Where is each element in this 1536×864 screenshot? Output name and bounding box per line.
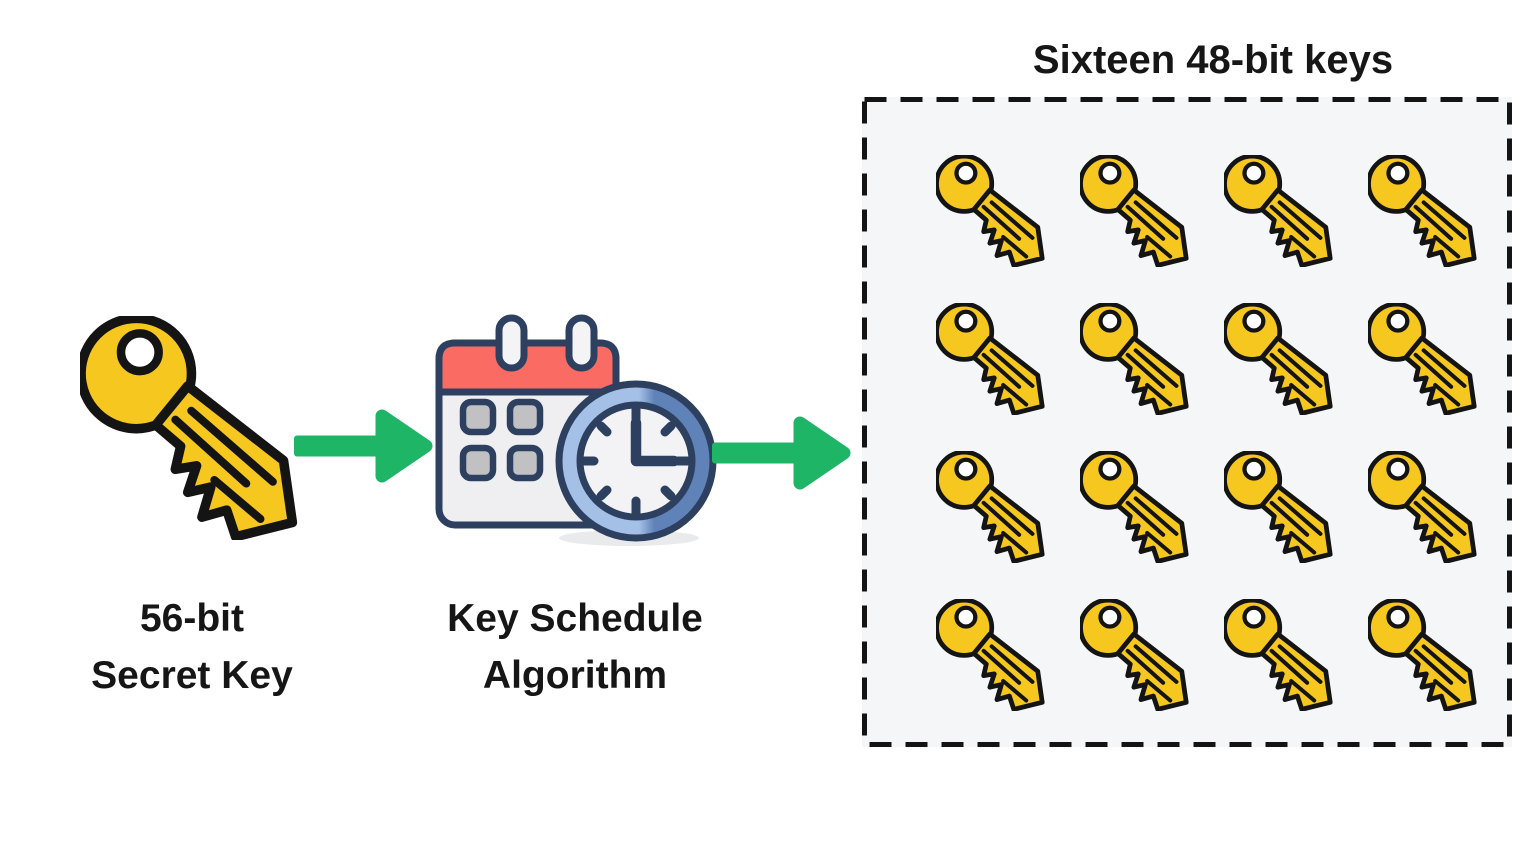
subkey-key-icon — [1208, 285, 1352, 433]
subkey-key-icon — [1064, 285, 1208, 433]
subkey-key-icon — [920, 581, 1064, 729]
subkey-key-icon — [1352, 581, 1496, 729]
subkey-key-icon — [1064, 433, 1208, 581]
subkey-key-icon — [920, 285, 1064, 433]
arrow-right-icon — [712, 416, 851, 490]
process-label: Key Schedule Algorithm — [425, 590, 725, 704]
subkeys-grid — [862, 97, 1512, 747]
subkey-key-icon — [1352, 137, 1496, 285]
output-keys-box — [862, 97, 1512, 747]
subkey-key-icon — [1208, 581, 1352, 729]
arrow-right-icon — [294, 409, 433, 483]
input-key-label: 56-bit Secret Key — [42, 590, 342, 704]
process-label-line1: Key Schedule — [447, 597, 703, 640]
subkey-key-icon — [1208, 433, 1352, 581]
process-label-line2: Algorithm — [482, 654, 668, 697]
subkey-key-icon — [1352, 433, 1496, 581]
subkey-key-icon — [1064, 581, 1208, 729]
input-key-label-line2: Secret Key — [91, 654, 293, 697]
input-key-label-line1: 56-bit — [139, 597, 244, 640]
subkey-key-icon — [920, 433, 1064, 581]
subkey-key-icon — [1064, 137, 1208, 285]
output-box-title: Sixteen 48-bit keys — [1032, 38, 1394, 82]
subkey-key-icon — [1352, 285, 1496, 433]
key-icon — [80, 316, 304, 540]
clock — [555, 380, 717, 542]
subkey-key-icon — [1208, 137, 1352, 285]
subkey-key-icon — [920, 137, 1064, 285]
calendar-clock-icon — [435, 314, 717, 546]
